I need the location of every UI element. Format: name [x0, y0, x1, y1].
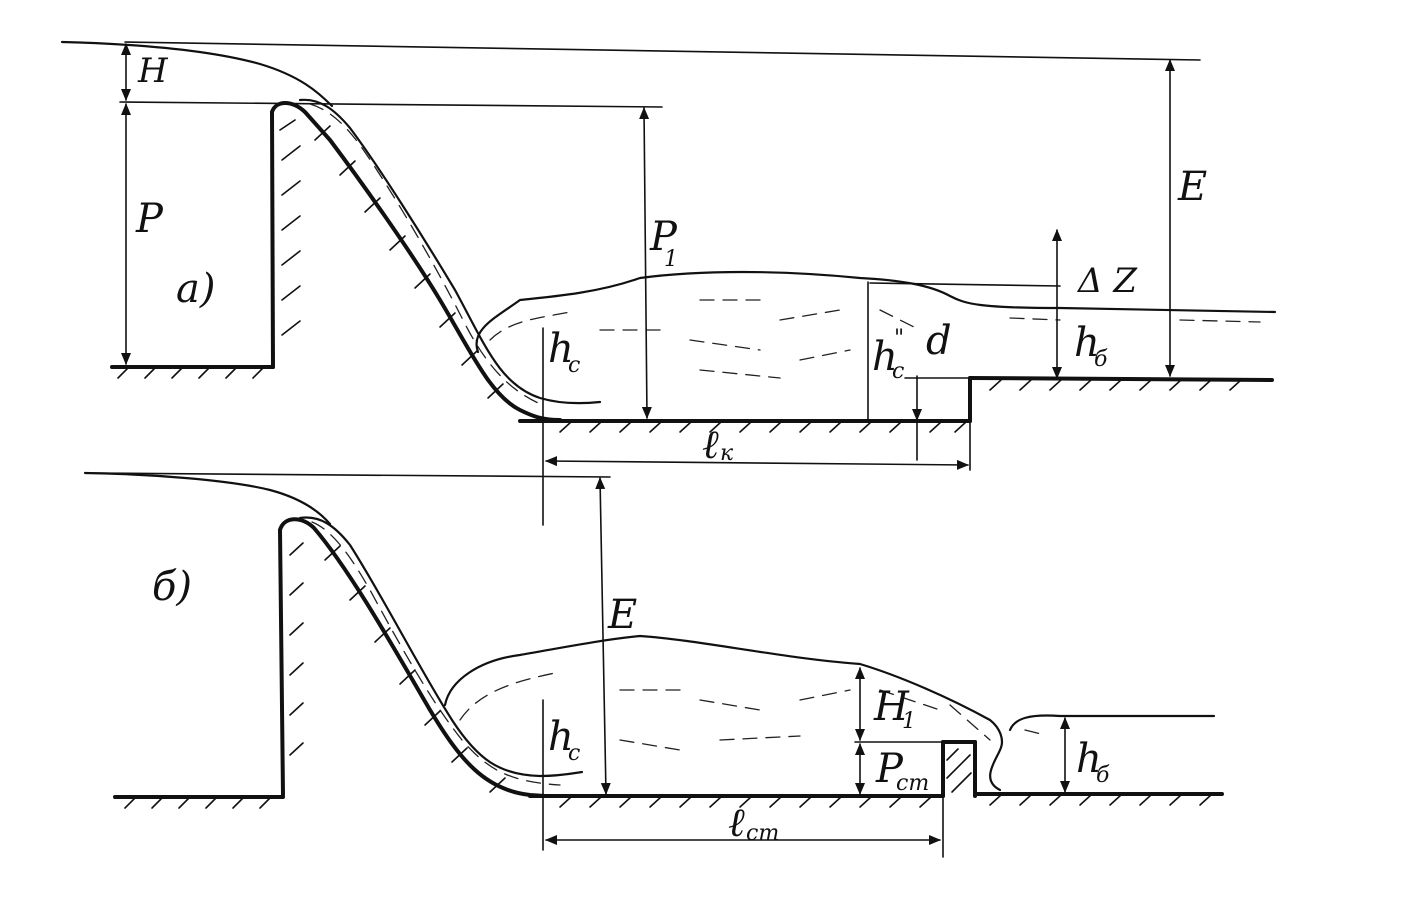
- label-H-a: H: [137, 51, 169, 91]
- label-hc2-prime-a: ": [894, 326, 904, 351]
- label-Pst-b: P: [875, 746, 904, 792]
- sill-hatch-b: [946, 748, 972, 793]
- label-dz-a: Δ Z: [1076, 261, 1138, 301]
- spillway-hatch-b: [124, 542, 506, 809]
- label-lk-sub-a: к: [720, 441, 734, 466]
- label-hb-sub-a: б: [1094, 347, 1108, 372]
- label-hc2-a: h: [872, 334, 898, 380]
- label-E-a: E: [1177, 164, 1207, 210]
- label-E-b: E: [607, 592, 637, 638]
- overflow-surface-b: [1008, 714, 1216, 732]
- panel-b: б) E h c H 1 P ст h б ℓ ст: [83, 471, 1224, 858]
- basin-hatch-a: [559, 379, 1242, 433]
- panel-tag-a: а): [176, 266, 215, 312]
- label-hc-b: h: [548, 714, 574, 760]
- roller-inner-b: [459, 671, 1046, 751]
- label-d-a: d: [926, 318, 952, 364]
- panel-tag-b: б): [152, 564, 192, 610]
- label-hb-b: h: [1076, 736, 1102, 782]
- nappe-inner-b: [311, 521, 561, 786]
- label-lst-sub-b: ст: [746, 821, 779, 846]
- label-hc-sub-a: c: [568, 353, 580, 378]
- dim-E-b: [595, 477, 611, 795]
- dim-lk-a: [545, 456, 969, 470]
- label-P1-sub-a: 1: [664, 247, 678, 272]
- spillway-hatch-a: [117, 119, 504, 399]
- label-hc-a: h: [548, 326, 574, 372]
- label-P-a: P: [135, 196, 164, 242]
- panel-a: H P а) P 1 h c h " c d Δ Z h б E ℓ к: [60, 40, 1277, 526]
- label-hc2-sub-a: c: [892, 359, 904, 384]
- label-P1-a: P: [649, 214, 678, 260]
- basin-hatch-b: [559, 794, 1212, 808]
- label-hb-sub-b: б: [1096, 763, 1110, 788]
- label-lst-b: ℓ: [728, 800, 745, 846]
- downstream-bed-a: [968, 376, 1274, 382]
- tailwater-line-a: [869, 282, 1061, 287]
- label-hc-sub-b: c: [568, 741, 580, 766]
- weir-upstream-face-a: [270, 110, 275, 369]
- spillway-face-b: [278, 517, 547, 798]
- label-H1-b: H: [873, 684, 910, 730]
- nappe-inner-a: [309, 103, 546, 407]
- upstream-water-surface-b: [83, 471, 332, 526]
- crest-level-line-a: [119, 101, 663, 108]
- energy-line-a: [124, 41, 1201, 61]
- nappe-b: [298, 516, 584, 778]
- label-lk-a: ℓ: [702, 422, 719, 468]
- spillway-face-a: [270, 101, 562, 422]
- label-hb-a: h: [1074, 320, 1100, 366]
- weir-upstream-face-b: [278, 528, 285, 797]
- dim-P1-a: [639, 107, 652, 419]
- jump-roller-b: [443, 634, 1004, 792]
- label-Pst-sub-b: ст: [896, 771, 929, 796]
- upstream-water-surface-a: [60, 40, 334, 108]
- jump-roller-a: [475, 270, 1277, 354]
- energy-line-b: [84, 472, 611, 478]
- roller-inner-a: [489, 299, 1261, 379]
- label-H1-sub-b: 1: [902, 709, 916, 734]
